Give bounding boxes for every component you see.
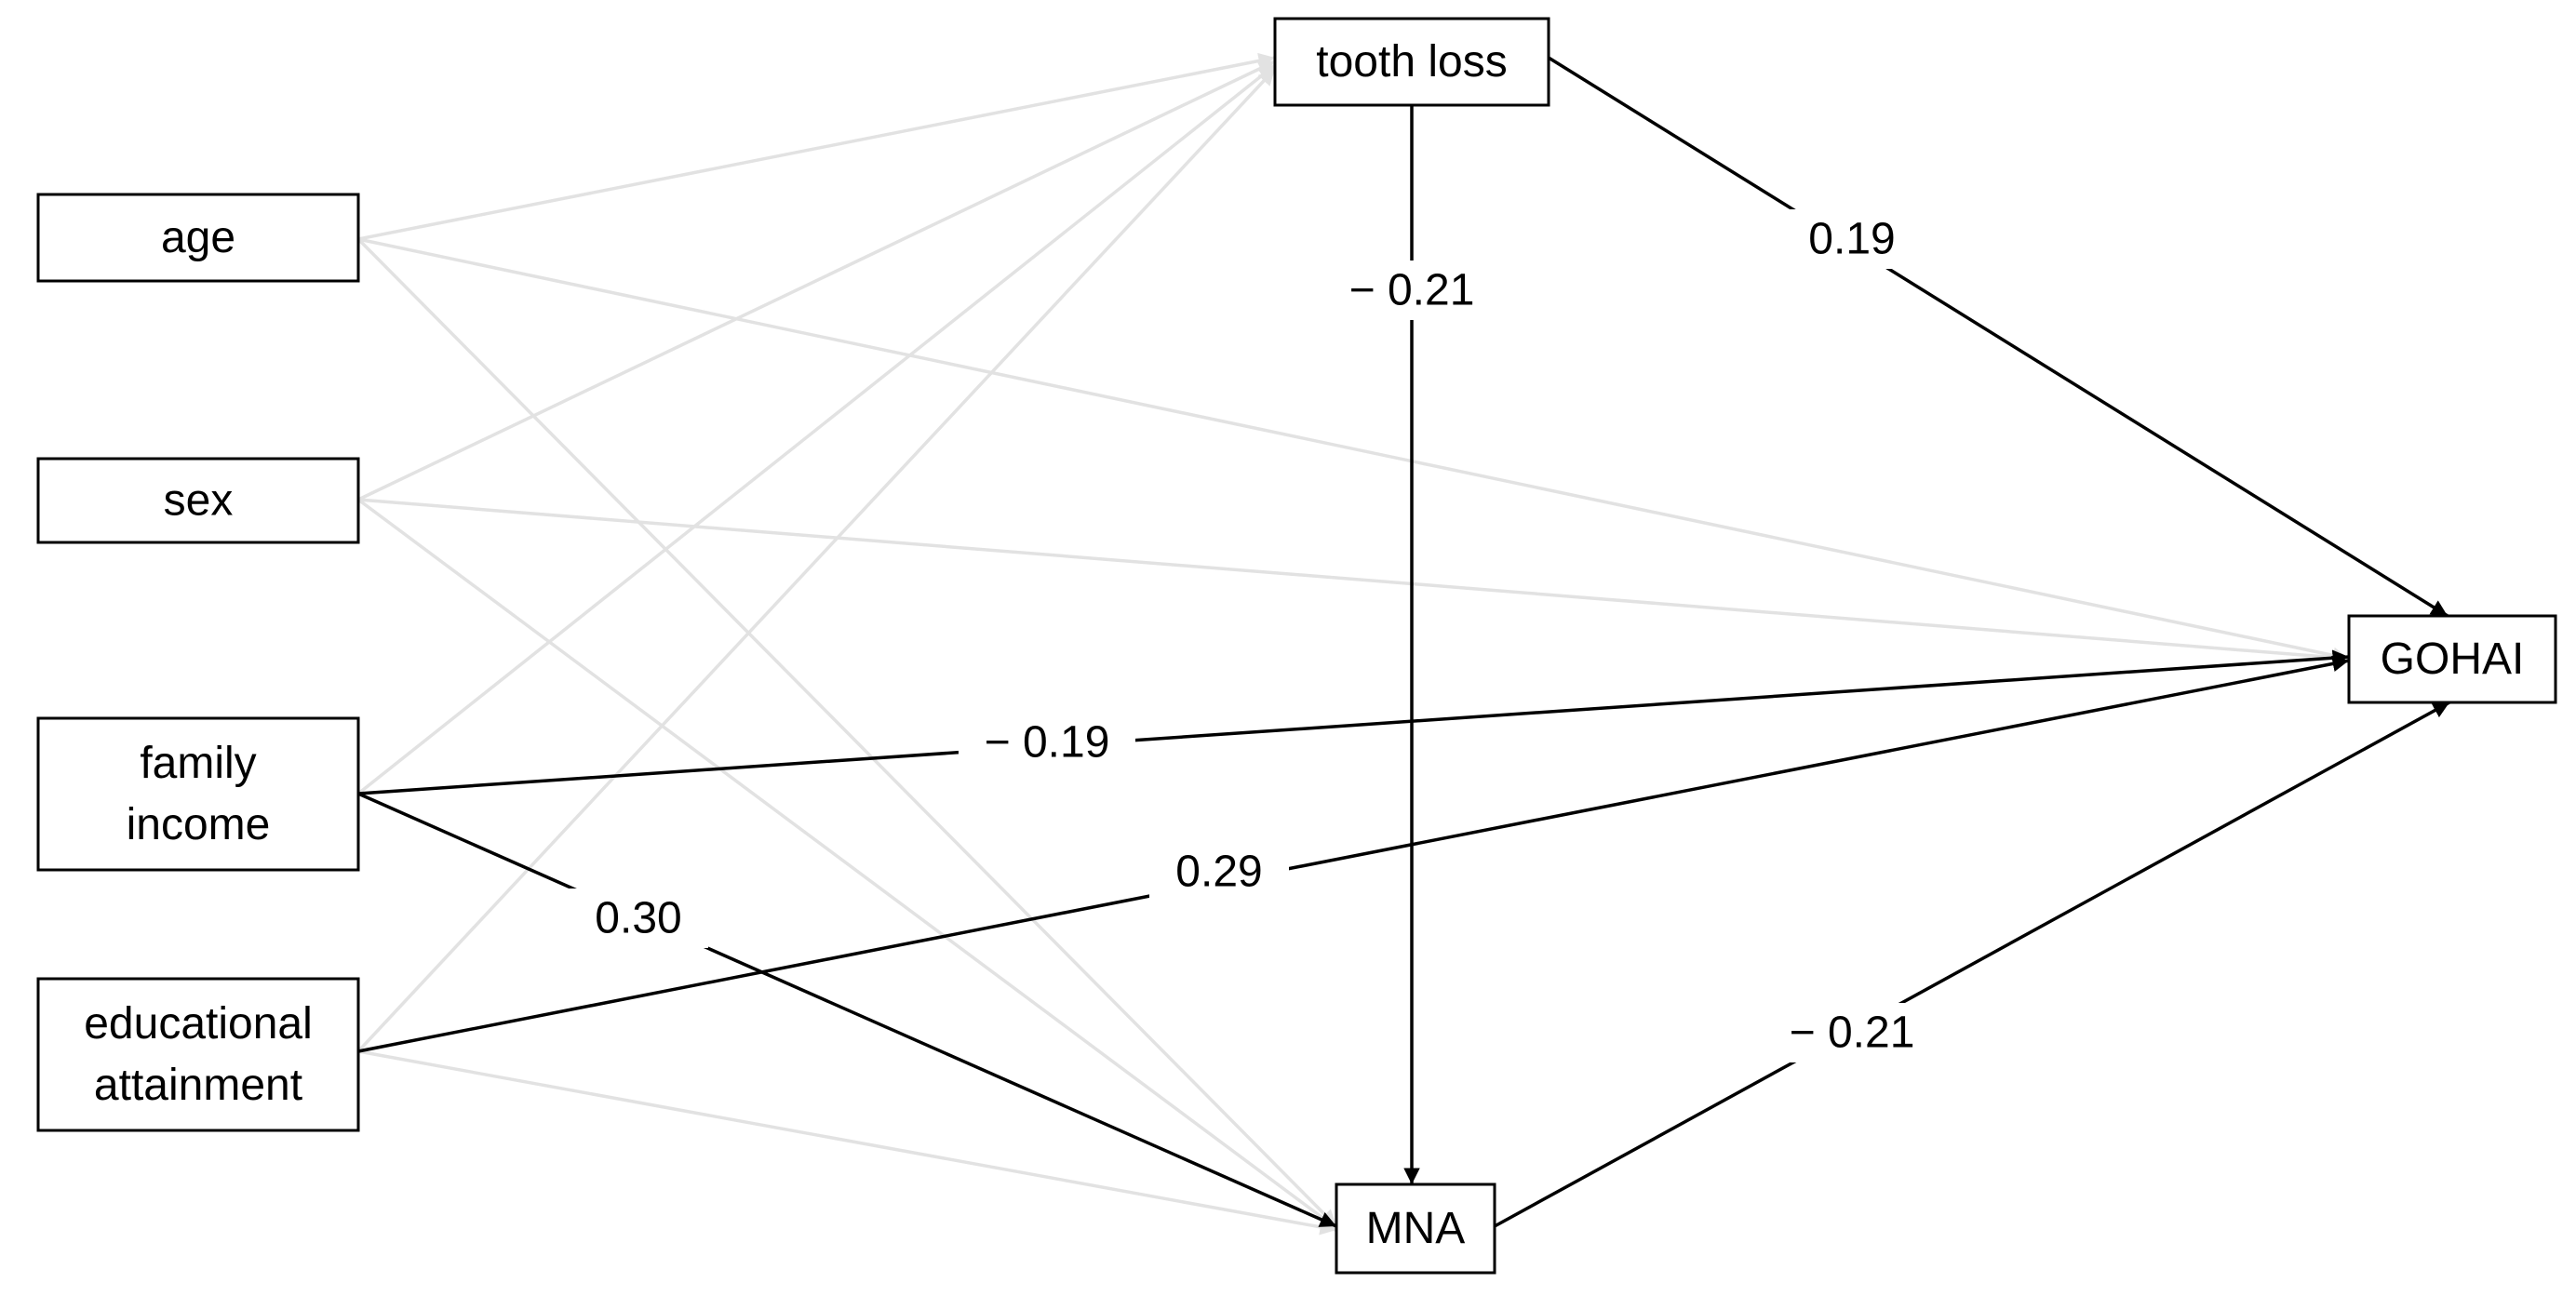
path-sex-to-gohai — [357, 498, 2350, 666]
node-mna: MNA — [1335, 1182, 1496, 1275]
node-label: GOHAI — [2381, 635, 2525, 684]
node-label: age — [161, 213, 235, 262]
node-label: attainment — [94, 1061, 302, 1110]
path-coefficients: 0.19 − 0.21 − 0.19 0.30 0.29 − 0.21 — [569, 209, 1940, 1062]
path-sex-to-tooth-loss — [357, 60, 1276, 501]
node-gohai: GOHAI — [2347, 614, 2557, 704]
path-tooth-loss-to-gohai — [1548, 56, 2449, 618]
node-label: educational — [84, 999, 313, 1049]
coefficient-educational-attainment-to-gohai: 0.29 — [1175, 848, 1262, 897]
node-box — [1273, 17, 1550, 107]
path-family-income-to-mna — [357, 792, 1337, 1228]
coefficient-label-background — [1323, 261, 1500, 320]
node-sex: sex — [36, 457, 360, 544]
node-age: age — [36, 193, 360, 283]
coefficient-label-background — [959, 713, 1135, 772]
path-age-to-tooth-loss — [357, 52, 1276, 241]
path-age-to-mna — [356, 237, 1338, 1228]
path-family-income-to-tooth-loss — [356, 63, 1277, 795]
node-tooth-loss: tooth loss — [1273, 17, 1550, 107]
coefficient-family-income-to-mna: 0.30 — [595, 894, 681, 943]
node-label: sex — [164, 476, 234, 526]
coefficient-tooth-loss-to-gohai: 0.19 — [1808, 215, 1895, 264]
node-label: family — [140, 739, 256, 788]
node-box — [36, 457, 360, 544]
node-label: income — [127, 800, 271, 849]
coefficient-family-income-to-gohai: − 0.19 — [985, 718, 1110, 768]
node-label: MNA — [1366, 1204, 1466, 1253]
coefficient-tooth-loss-to-mna: − 0.21 — [1349, 266, 1475, 315]
path-age-to-gohai — [357, 237, 2350, 663]
node-educational-attainment: educational attainment — [36, 977, 360, 1132]
path-educational-attainment-to-gohai — [357, 655, 2350, 1053]
path-mna-to-gohai — [1494, 701, 2450, 1228]
node-box — [36, 977, 360, 1132]
coefficient-label-background — [1149, 842, 1289, 902]
node-box — [36, 716, 360, 872]
coefficient-label-background — [1782, 209, 1922, 269]
node-family-income: family income — [36, 716, 360, 872]
coefficient-mna-to-gohai: − 0.21 — [1790, 1009, 1915, 1058]
path-educational-attainment-to-tooth-loss — [356, 67, 1277, 1053]
coefficient-label-background — [569, 888, 708, 948]
variable-boxes: age sex family income educational attainment t… — [36, 17, 2557, 1275]
path-sex-to-mna — [356, 498, 1338, 1230]
path-educational-attainment-to-mna — [357, 1049, 1337, 1236]
node-box — [1335, 1182, 1496, 1275]
path-family-income-to-gohai — [357, 649, 2350, 795]
node-box — [2347, 614, 2557, 704]
node-label: tooth loss — [1316, 37, 1507, 87]
nonsignificant-paths — [356, 52, 2350, 1236]
node-box — [36, 193, 360, 283]
coefficient-label-background — [1764, 1003, 1940, 1062]
